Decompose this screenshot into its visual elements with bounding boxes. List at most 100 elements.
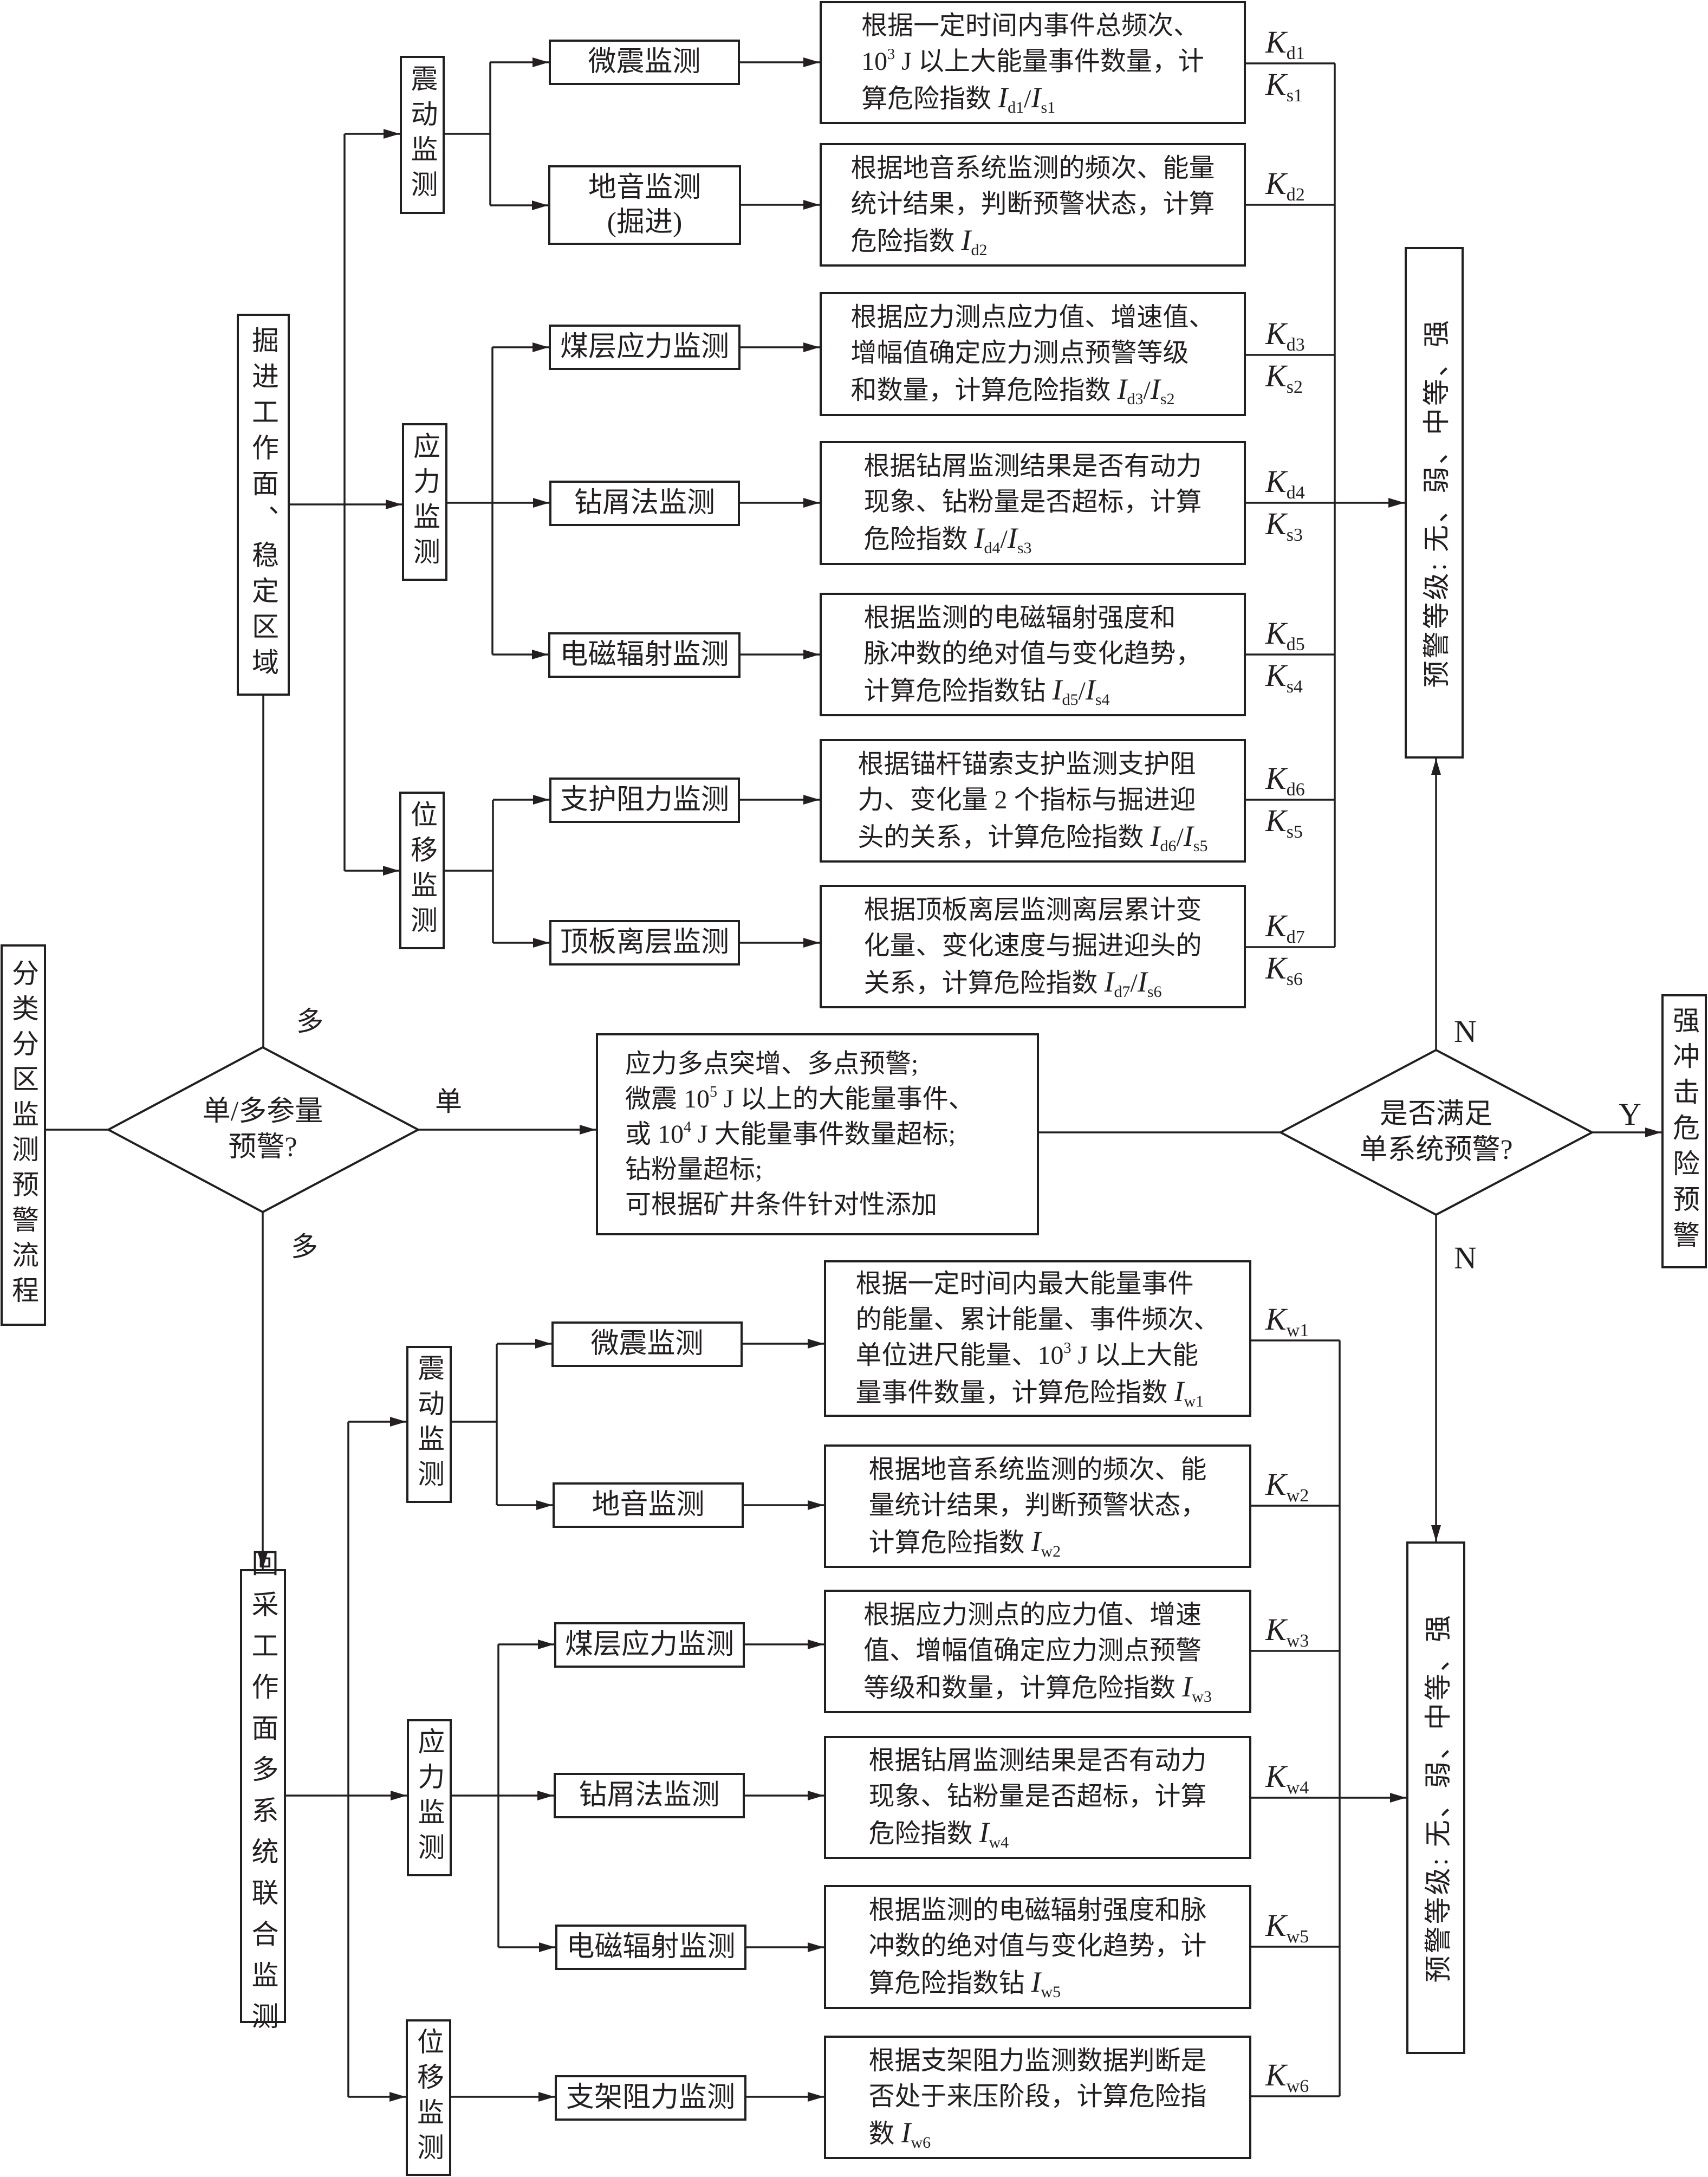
weight-label: Ks6 bbox=[1265, 950, 1303, 989]
text-run: 危险指数 bbox=[850, 226, 962, 256]
text-run: J 以上大能量事件数量，计 bbox=[895, 47, 1204, 76]
text-line: 冲数的绝对值与变化趋势，计 bbox=[868, 1928, 1206, 1964]
criteria-text: 根据锚杆锚索支护监测支护阻力、变化量 2 个指标与掘进迎头的关系，计算危险指数 … bbox=[858, 747, 1207, 856]
excavation-warning-level-box: 预警等级: 无、弱、中等、强 bbox=[1405, 247, 1464, 759]
text-run: 数 bbox=[868, 2119, 901, 2148]
flow-title: 分类分区监测预警流程 bbox=[8, 959, 38, 1311]
text-run: 危险指数 bbox=[868, 1819, 979, 1848]
text-line: 根据钻屑监测结果是否有动力 bbox=[863, 449, 1202, 484]
method-box-electromagnetic: 电磁辐射监测 bbox=[555, 1925, 746, 1970]
method-box-roof-separation: 顶板离层监测 bbox=[549, 920, 740, 966]
weight-symbol: K bbox=[1265, 316, 1287, 351]
text-line: 增幅值确定应力测点预警等级 bbox=[850, 335, 1215, 371]
connector-line bbox=[445, 800, 494, 943]
weight-label: Kw5 bbox=[1265, 1908, 1309, 1946]
text-run: 根据应力测点应力值、增速值、 bbox=[850, 303, 1215, 332]
superscript: 4 bbox=[684, 1119, 692, 1136]
subscript: s3 bbox=[1017, 539, 1032, 557]
text-line: 量事件数量，计算危险指数 Iw1 bbox=[855, 1373, 1219, 1411]
connector-line bbox=[445, 62, 491, 205]
variable-symbol: I bbox=[979, 1816, 989, 1849]
text-run: / bbox=[1000, 525, 1008, 554]
superscript: 5 bbox=[710, 1084, 718, 1100]
strong-risk-warning-label: 强冲击危险预警 bbox=[1669, 1006, 1699, 1256]
text-run: / bbox=[1130, 968, 1138, 997]
criteria-text: 根据一定时间内事件总频次、103 J 以上大能量事件数量，计算危险指数 Id1/… bbox=[861, 8, 1204, 117]
weight-subscript: s3 bbox=[1286, 525, 1303, 545]
strong-risk-warning-box: 强冲击危险预警 bbox=[1661, 994, 1707, 1268]
subscript: d7 bbox=[1114, 982, 1131, 1001]
method-label: 地音监测 bbox=[592, 1489, 705, 1520]
subscript: d6 bbox=[1160, 837, 1177, 855]
weight-subscript: w3 bbox=[1286, 1631, 1309, 1651]
criteria-box: 根据钻屑监测结果是否有动力现象、钻粉量是否超标，计算危险指数 Iw4 bbox=[824, 1736, 1251, 1859]
single-parameter-criteria-box: 应力多点突增、多点预警;微震 105 J 以上的大能量事件、或 104 J 大能… bbox=[596, 1033, 1039, 1235]
text-line: 的能量、累计能量、事件频次、 bbox=[855, 1302, 1219, 1338]
text-line: 算危险指数 Id1/Is1 bbox=[861, 80, 1204, 117]
superscript: 3 bbox=[887, 46, 895, 63]
criteria-box: 根据钻屑监测结果是否有动力现象、钻粉量是否超标，计算危险指数 Id4/Is3 bbox=[820, 441, 1246, 565]
text-run: 根据地音系统监测的频次、能量 bbox=[850, 153, 1215, 183]
decision-line: 单/多参量 bbox=[202, 1096, 323, 1127]
text-line: 量统计结果，判断预警状态， bbox=[868, 1488, 1206, 1524]
decision-parameters-text: 单/多参量 预警? bbox=[203, 1094, 323, 1165]
decision-line: 预警? bbox=[228, 1132, 297, 1163]
group-label: 位移监测 bbox=[407, 800, 437, 941]
weight-subscript: d7 bbox=[1286, 927, 1305, 947]
subscript: d4 bbox=[984, 539, 1001, 557]
subscript: s4 bbox=[1095, 690, 1110, 709]
text-run: 单位进尺能量、10 bbox=[855, 1341, 1064, 1370]
criteria-box: 根据监测的电磁辐射强度和脉冲数的绝对值与变化趋势，计算危险指数钻 Iw5 bbox=[824, 1885, 1251, 2009]
text-run: 应力多点突增、多点预警; bbox=[625, 1049, 919, 1078]
weight-subscript: w1 bbox=[1286, 1320, 1309, 1340]
superscript: 3 bbox=[1063, 1340, 1071, 1357]
method-label: 地音监测 bbox=[588, 172, 701, 203]
weight-subscript: d1 bbox=[1286, 43, 1305, 63]
text-line: 单位进尺能量、103 J 以上大能 bbox=[855, 1338, 1219, 1373]
criteria-box: 根据应力测点应力值、增速值、增幅值确定应力测点预警等级和数量，计算危险指数 Id… bbox=[820, 292, 1246, 416]
weight-symbol: K bbox=[1265, 1908, 1287, 1943]
variable-symbol: I bbox=[1150, 373, 1160, 405]
subscript: w6 bbox=[911, 2133, 931, 2152]
criteria-text: 根据顶板离层监测离层累计变化量、变化速度与掘进迎头的关系，计算危险指数 Id7/… bbox=[863, 892, 1202, 1001]
criteria-text: 根据地音系统监测的频次、能量统计结果，判断预警状态，计算危险指数 Iw2 bbox=[868, 1452, 1206, 1561]
weight-symbol: K bbox=[1265, 950, 1287, 986]
excavation-zone-label: 掘进工作面、稳定区域 bbox=[248, 326, 278, 684]
text-line: 根据一定时间内事件总频次、 bbox=[861, 8, 1204, 44]
method-box-support-resistance: 支架阻力监测 bbox=[555, 2075, 746, 2121]
branch-label-multi-upper: 多 bbox=[296, 1006, 323, 1036]
branch-label-no-lower: N bbox=[1454, 1240, 1477, 1275]
branch-label-yes: Y bbox=[1619, 1097, 1641, 1132]
criteria-text: 根据钻屑监测结果是否有动力现象、钻粉量是否超标，计算危险指数 Id4/Is3 bbox=[863, 449, 1202, 558]
weight-label: Kd5 bbox=[1265, 618, 1305, 654]
text-run: 否处于来压阶段，计算危险指 bbox=[868, 2082, 1207, 2111]
mining-zone-box: 回采工作面多系统联合监测 bbox=[240, 1549, 286, 2043]
criteria-box: 根据支架阻力监测数据判断是否处于来压阶段，计算危险指数 Iw6 bbox=[824, 2036, 1251, 2159]
text-run: 可根据矿井条件针对性添加 bbox=[625, 1190, 938, 1219]
text-line: 微震 105 J 以上的大能量事件、 bbox=[625, 1081, 975, 1117]
weight-label: Ks3 bbox=[1265, 506, 1303, 545]
weight-label: Ks5 bbox=[1265, 805, 1303, 841]
text-run: / bbox=[1143, 376, 1151, 405]
method-label: 钻屑法监测 bbox=[579, 1780, 720, 1811]
text-line: 化量、变化速度与掘进迎头的 bbox=[863, 928, 1202, 964]
criteria-box: 根据一定时间内事件总频次、103 J 以上大能量事件数量，计算危险指数 Id1/… bbox=[820, 1, 1246, 124]
text-line: 可根据矿井条件针对性添加 bbox=[625, 1187, 975, 1222]
criteria-box: 根据一定时间内最大能量事件的能量、累计能量、事件频次、单位进尺能量、103 J … bbox=[824, 1260, 1251, 1417]
weight-subscript: d5 bbox=[1286, 634, 1305, 655]
weight-subscript: d2 bbox=[1286, 185, 1305, 205]
weight-label: Kd1 bbox=[1265, 27, 1305, 63]
text-run: 算危险指数钻 bbox=[868, 1969, 1031, 1998]
text-run: 关系，计算危险指数 bbox=[863, 968, 1105, 997]
text-run: / bbox=[1176, 822, 1184, 852]
weight-bus-line bbox=[1251, 1339, 1341, 2097]
excavation-group-displacement: 位移监测 bbox=[399, 792, 445, 949]
variable-symbol: I bbox=[1117, 373, 1127, 405]
group-label: 位移监测 bbox=[413, 2027, 444, 2168]
text-line: 否处于来压阶段，计算危险指 bbox=[868, 2079, 1206, 2115]
weight-symbol: K bbox=[1265, 1612, 1287, 1647]
weight-subscript: d6 bbox=[1286, 780, 1305, 800]
weight-symbol: K bbox=[1265, 506, 1287, 541]
text-line: 现象、钻粉量是否超标，计算 bbox=[863, 484, 1202, 520]
criteria-box: 根据地音系统监测的频次、能量统计结果，判断预警状态，计算危险指数 Id2 bbox=[820, 143, 1246, 267]
